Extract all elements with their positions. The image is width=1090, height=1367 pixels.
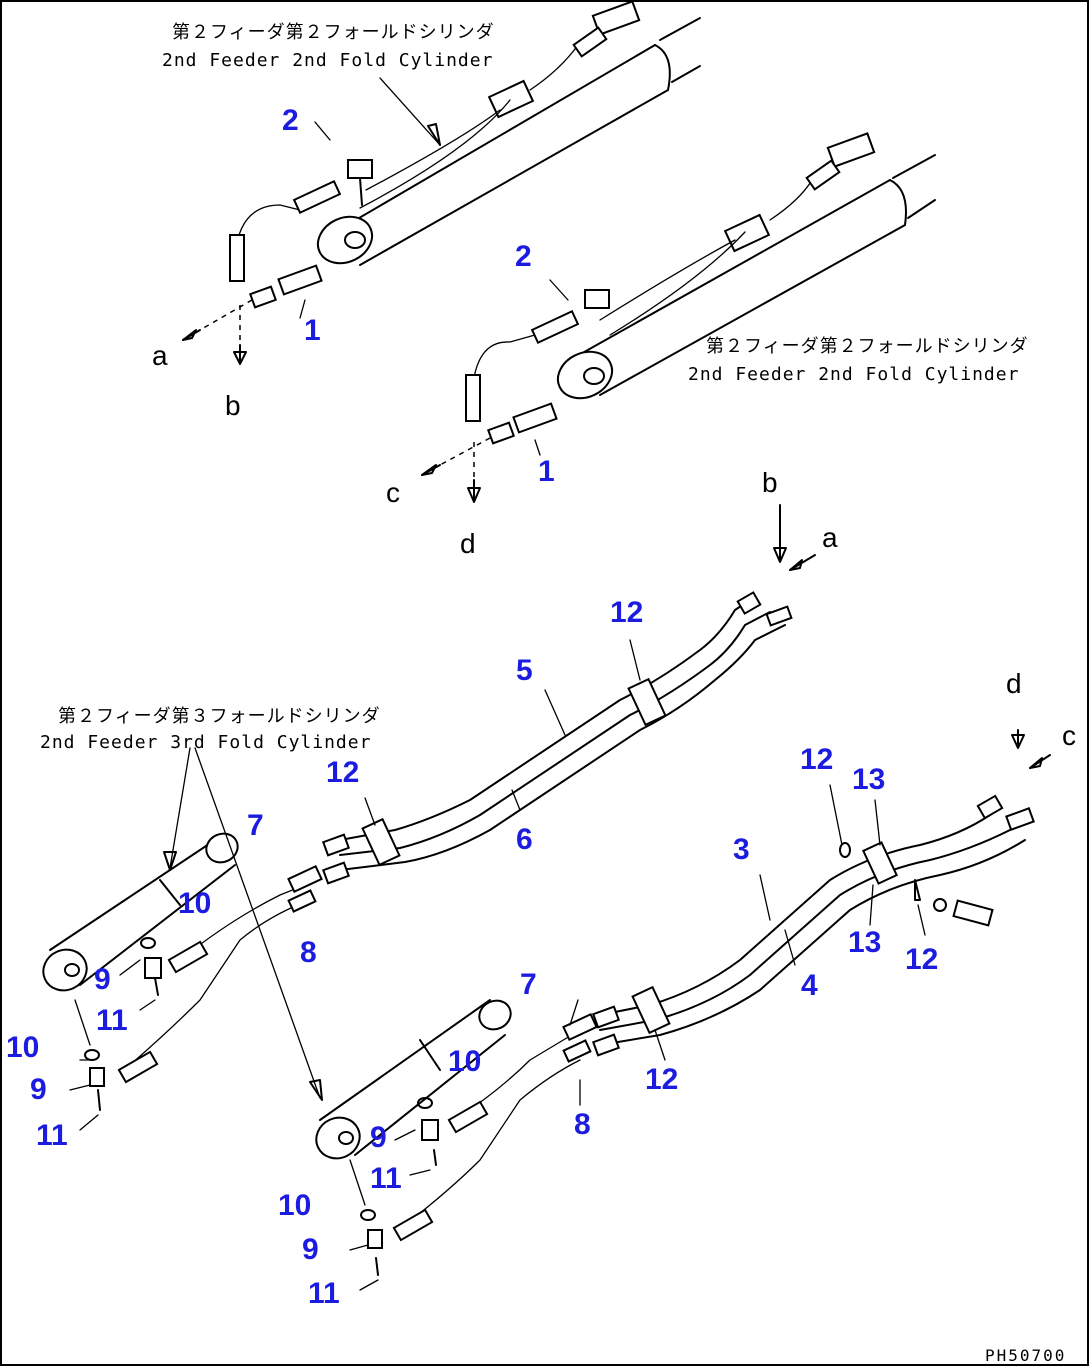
- part-callout-13: 13: [852, 763, 885, 796]
- part-callout-9: 9: [370, 1121, 387, 1154]
- part-callout-1: 1: [538, 455, 555, 488]
- connection-label-d: d: [460, 528, 476, 559]
- part-callout-4: 4: [801, 969, 818, 1002]
- connection-label-a: a: [822, 522, 838, 553]
- cylinder-lower-left: [42, 832, 323, 1131]
- part-callout-12: 12: [645, 1063, 678, 1096]
- part-callout-2: 2: [282, 104, 299, 137]
- cylinder-lower-right: [315, 999, 598, 1291]
- caption-mid-jp: 第２フィーダ第２フォールドシリンダ: [706, 336, 1029, 357]
- hose-bundle-upper: [321, 504, 816, 885]
- caption-top-jp: 第２フィーダ第２フォールドシリンダ: [172, 22, 495, 43]
- part-callout-9: 9: [302, 1233, 319, 1266]
- connection-label-d: d: [1006, 668, 1022, 699]
- part-callout-9: 9: [30, 1073, 47, 1106]
- caption-leaders-lower: [163, 747, 323, 1101]
- part-callout-11: 11: [370, 1162, 402, 1195]
- part-callout-12: 12: [326, 756, 359, 789]
- part-callout-12: 12: [610, 596, 643, 629]
- caption-low-jp: 第２フィーダ第３フォールドシリンダ: [58, 706, 381, 727]
- cylinder-middle: [556, 132, 936, 400]
- part-callout-5: 5: [516, 654, 533, 687]
- connection-label-b: b: [225, 390, 241, 421]
- part-callout-7: 7: [520, 968, 537, 1001]
- part-callout-10: 10: [6, 1031, 39, 1064]
- connection-label-c: c: [386, 477, 400, 508]
- caption-top-en: 2nd Feeder 2nd Fold Cylinder: [162, 50, 493, 71]
- caption-low-en: 2nd Feeder 3rd Fold Cylinder: [40, 732, 371, 753]
- connection-label-c: c: [1062, 720, 1076, 751]
- part-callout-9: 9: [94, 963, 111, 996]
- part-callout-10: 10: [278, 1189, 311, 1222]
- part-callout-11: 11: [308, 1277, 340, 1310]
- part-callout-3: 3: [733, 833, 750, 866]
- connection-label-a: a: [152, 340, 168, 371]
- part-callout-7: 7: [247, 809, 264, 842]
- part-callout-10: 10: [178, 887, 211, 920]
- part-callout-8: 8: [574, 1108, 591, 1141]
- part-callout-12: 12: [800, 743, 833, 776]
- part-callout-6: 6: [516, 823, 533, 856]
- cylinder-upper: [316, 0, 701, 266]
- part-callout-11: 11: [96, 1004, 128, 1037]
- hose-bundle-lower: [591, 729, 1051, 1061]
- drawing-code: PH50700: [985, 1346, 1066, 1365]
- part-callout-10: 10: [448, 1045, 481, 1078]
- part-callout-2: 2: [515, 240, 532, 273]
- part-callout-11: 11: [36, 1119, 68, 1152]
- part-callout-1: 1: [304, 314, 321, 347]
- hose-upper: [182, 77, 441, 365]
- part-callout-12: 12: [905, 943, 938, 976]
- connection-label-b: b: [762, 467, 778, 498]
- part-callout-8: 8: [300, 936, 317, 969]
- part-callout-13: 13: [848, 926, 881, 959]
- caption-mid-en: 2nd Feeder 2nd Fold Cylinder: [688, 364, 1019, 385]
- hose-middle: [421, 279, 580, 503]
